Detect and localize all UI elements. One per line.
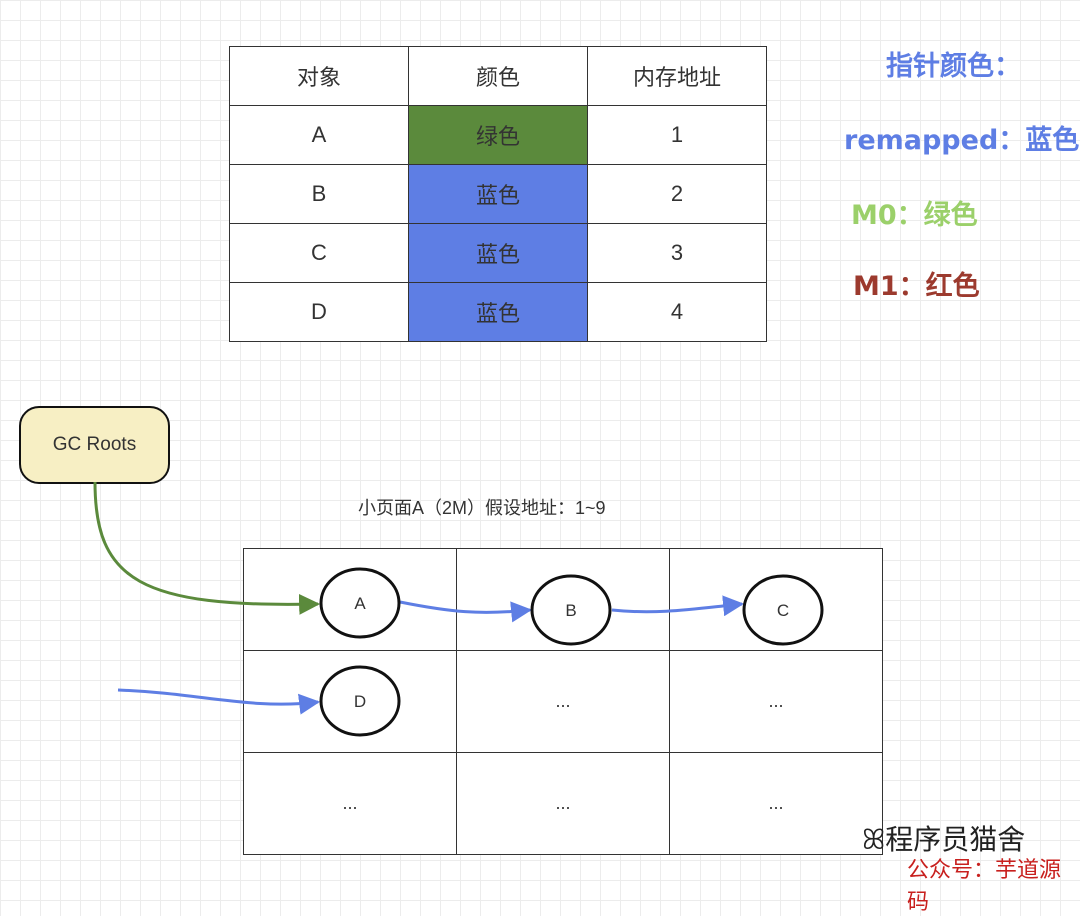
legend-m1: M1：红色 [853,271,980,302]
address-cell: 2 [587,164,767,224]
node-d-label: D [354,692,366,711]
object-cell: D [229,282,409,342]
color-cell: 蓝色 [408,164,588,224]
a-to-b-arrow [399,600,533,623]
node-a: A [319,567,401,639]
table-row: B 蓝色 2 [229,164,767,224]
watermark-main-text: 程序员猫舍 [885,823,1026,856]
legend-title: 指针颜色： [886,51,1021,82]
grid-row: ... ... ... [243,752,883,855]
node-a-label: A [354,594,366,613]
watermark-main: ꕤ程序员猫舍 [862,818,1025,858]
watermark-sub: 公众号：芋道源码 [907,858,1062,915]
gc-roots-to-a-arrow [93,481,321,615]
external-to-d-arrow [117,688,321,715]
object-color-table: 对象 颜色 内存地址 A 绿色 1 B 蓝色 2 C 蓝色 3 D 蓝色 4 [229,46,767,342]
grid-cell-ellipsis: ... [243,752,457,855]
object-cell: A [229,105,409,165]
node-d: D [319,665,401,737]
diagram-overlay: A B C D [93,481,824,737]
node-b: B [530,574,612,646]
grid-cell-ellipsis: ... [669,752,883,855]
address-cell: 1 [587,105,767,165]
object-cell: B [229,164,409,224]
node-c: C [742,574,824,646]
table-row: C 蓝色 3 [229,223,767,283]
node-c-label: C [777,601,789,620]
table-row: A 绿色 1 [229,105,767,165]
address-cell: 4 [587,282,767,342]
color-cell: 绿色 [408,105,588,165]
color-cell: 蓝色 [408,282,588,342]
object-cell: C [229,223,409,283]
legend-remapped: remapped：蓝色 [844,125,1080,156]
page-caption: 小页面A（2M）假设地址：1~9 [358,498,606,518]
header-object: 对象 [229,46,409,106]
legend-m0: M0：绿色 [851,200,978,231]
address-cell: 3 [587,223,767,283]
header-address: 内存地址 [587,46,767,106]
node-b-label: B [565,601,576,620]
grid-cell-ellipsis: ... [456,752,670,855]
gc-roots-box: GC Roots [19,406,170,484]
grid-cell-ellipsis: ... [456,650,670,753]
table-row: D 蓝色 4 [229,282,767,342]
color-cell: 蓝色 [408,223,588,283]
b-to-c-arrow [611,595,745,617]
grid-cell-ellipsis: ... [669,650,883,753]
wechat-icon: ꕤ [862,823,886,856]
